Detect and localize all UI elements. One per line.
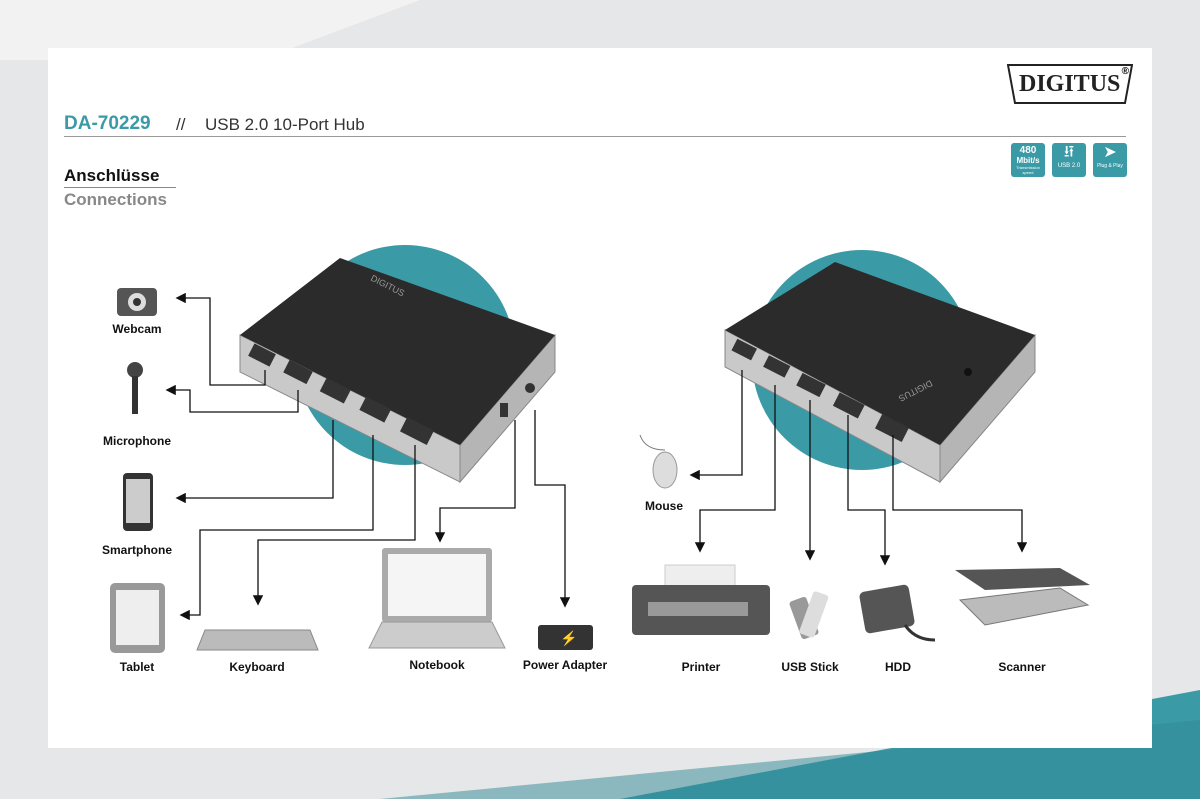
printer-icon <box>632 564 770 635</box>
keyboard-icon <box>196 629 319 651</box>
usb-icon: ⭿ <box>1063 144 1075 161</box>
title-separator: // <box>176 115 186 134</box>
usb-hub-rear-view: DIGITUS <box>724 262 1036 484</box>
label-scanner: Scanner <box>998 660 1046 674</box>
label-webcam: Webcam <box>112 322 162 336</box>
plug-play-badge: ➤ Plug & Play <box>1093 143 1127 177</box>
label-power-adapter: Power Adapter <box>522 658 608 672</box>
svg-text:⚡: ⚡ <box>560 630 577 647</box>
notebook-icon <box>368 548 506 649</box>
usb-hub-front-view: DIGITUS <box>239 258 556 484</box>
speed-badge: 480 Mbit/s Transmission speed <box>1011 143 1045 177</box>
power-adapter-icon: ⚡ <box>538 625 593 650</box>
hdd-icon <box>859 584 936 642</box>
plug-play-icon: ➤ <box>1103 144 1117 161</box>
section-title-de: Anschlüsse <box>64 166 160 185</box>
header-divider <box>64 136 1126 137</box>
section-title-en: Connections <box>64 190 167 209</box>
label-mouse: Mouse <box>644 499 684 513</box>
model-number: DA-70229 <box>64 113 151 134</box>
label-smartphone: Smartphone <box>101 543 173 557</box>
smartphone-icon <box>123 473 153 531</box>
label-keyboard: Keyboard <box>229 660 285 674</box>
tablet-icon <box>110 583 165 653</box>
scanner-icon <box>955 568 1090 626</box>
usb-badge: ⭿ USB 2.0 <box>1052 143 1086 177</box>
section-divider <box>64 187 176 188</box>
label-notebook: Notebook <box>409 658 465 672</box>
product-title: USB 2.0 10-Port Hub <box>205 115 365 134</box>
label-usb-stick: USB Stick <box>781 660 839 674</box>
label-hdd: HDD <box>885 660 911 674</box>
label-tablet: Tablet <box>119 660 155 674</box>
digitus-logo: DIGITUS ® <box>1007 64 1133 104</box>
microphone-icon <box>127 362 143 414</box>
mouse-icon <box>639 434 678 489</box>
webcam-icon <box>117 288 157 316</box>
usb-stick-icon <box>789 591 829 640</box>
label-printer: Printer <box>681 660 721 674</box>
label-microphone: Microphone <box>103 434 171 448</box>
